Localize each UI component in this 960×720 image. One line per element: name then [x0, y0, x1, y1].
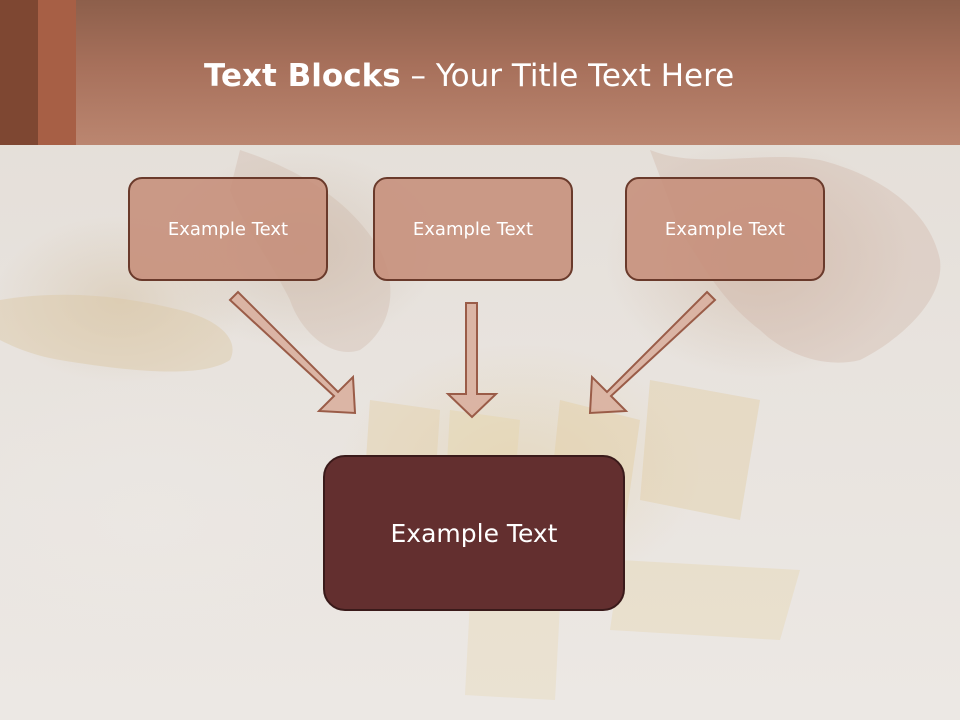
main-text-block[interactable]: Example Text: [323, 455, 625, 611]
slide-title[interactable]: Text Blocks – Your Title Text Here: [204, 52, 734, 100]
title-bar: Text Blocks – Your Title Text Here: [0, 0, 960, 145]
arrow-right[interactable]: [588, 290, 717, 415]
header-accent-stripe-dark: [0, 0, 38, 145]
header-accent-stripe-light: [38, 0, 76, 145]
arrow-center[interactable]: [445, 302, 499, 419]
text-block-2[interactable]: Example Text: [373, 177, 573, 281]
text-block-3[interactable]: Example Text: [625, 177, 825, 281]
slide-title-rest: – Your Title Text Here: [400, 58, 735, 94]
slide-title-bold: Text Blocks: [204, 58, 401, 94]
text-block-1[interactable]: Example Text: [128, 177, 328, 281]
arrow-left[interactable]: [228, 290, 357, 415]
